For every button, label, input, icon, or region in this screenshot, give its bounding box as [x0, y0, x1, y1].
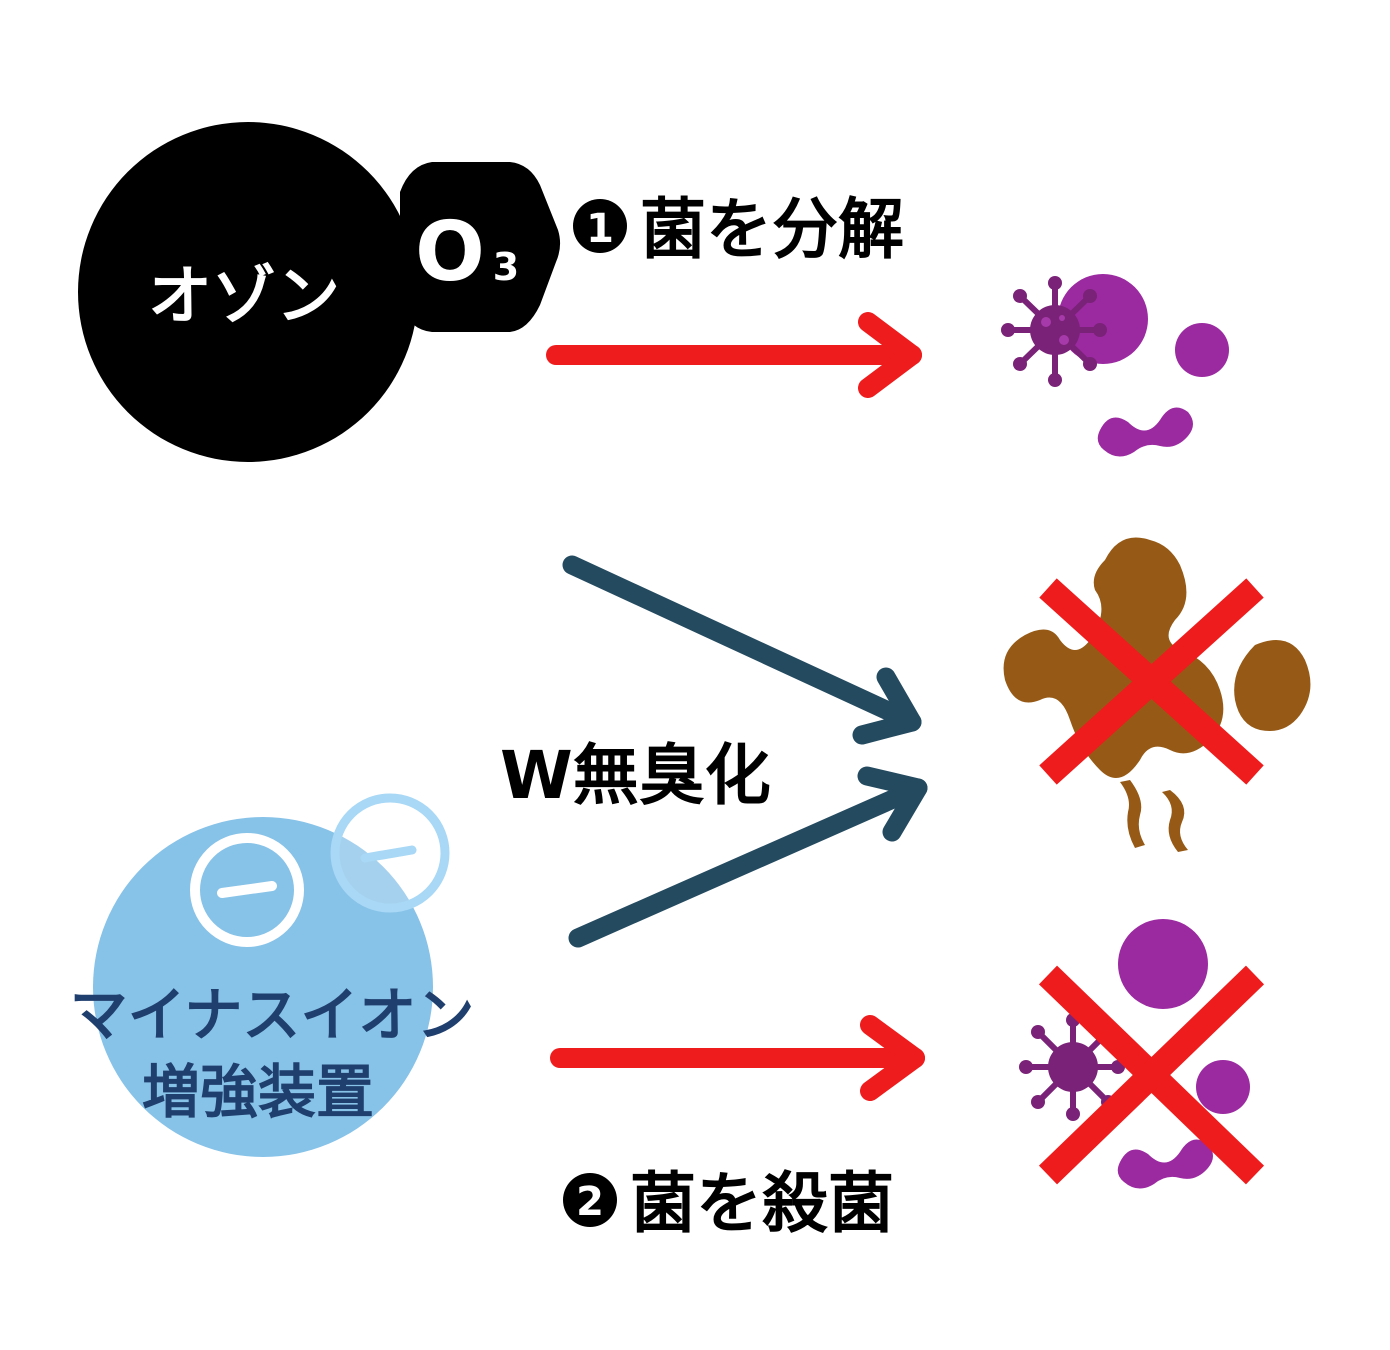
ozone-formula-subscript: 3 [493, 245, 519, 289]
ion-group: マイナスイオン 増強装置 [70, 793, 475, 1157]
arrow-deodorize-ion [568, 766, 928, 948]
germ-large-blob [1058, 274, 1148, 364]
step1-label: 1 菌を分解 [573, 191, 904, 268]
cross-bottom-icon [1038, 965, 1265, 1185]
ozone-group: オゾン O 3 [78, 122, 561, 462]
ozone-hexagon [400, 162, 561, 332]
arrow-decompose [546, 312, 922, 398]
ion-circle [93, 817, 433, 1157]
germ-small-blob [1175, 323, 1229, 377]
step1-number-badge [573, 199, 627, 253]
germ-cluster-bottom-icon [1019, 919, 1250, 1189]
germ-squiggle [1097, 407, 1193, 457]
arrow-deodorize-ozone [562, 555, 922, 745]
cross-icon [1039, 578, 1264, 785]
ozone-label: オゾン [148, 260, 340, 334]
step2-label: 2 菌を殺菌 [563, 1165, 894, 1242]
step1-number: 1 [586, 206, 614, 252]
step2-number: 2 [576, 1179, 604, 1225]
ozone-formula-o: O [415, 205, 485, 300]
step2-text: 菌を殺菌 [630, 1165, 894, 1242]
ion-label-line1: マイナスイオン [70, 981, 475, 1049]
center-label: W無臭化 [500, 737, 771, 814]
ion-label-line2: 増強装置 [142, 1058, 374, 1126]
step2-number-badge [563, 1173, 617, 1227]
germ-cluster-icon [1001, 274, 1229, 457]
step1-text: 菌を分解 [640, 191, 904, 268]
ozone-circle [78, 122, 418, 462]
arrow-sterilize [550, 1015, 925, 1101]
minus-ion-icon [190, 833, 304, 947]
